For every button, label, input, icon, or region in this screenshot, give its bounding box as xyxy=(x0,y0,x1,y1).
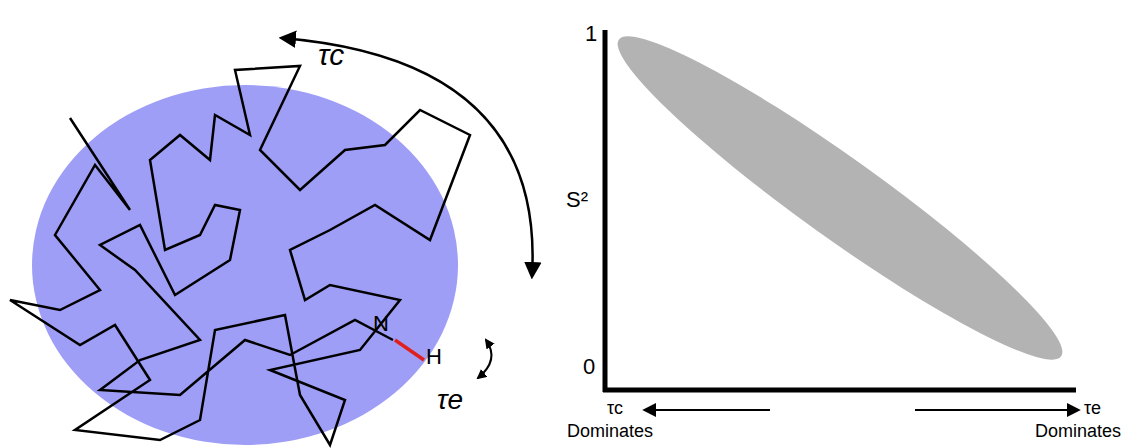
right-arrow xyxy=(915,409,1078,411)
note-text: Dominates xyxy=(567,422,653,442)
internal-motion-arrow xyxy=(478,340,491,378)
left-arrow xyxy=(645,409,770,411)
axis-tick: 0 xyxy=(583,355,595,379)
y-axis xyxy=(603,30,608,392)
atom-label: H xyxy=(426,345,442,369)
tumbling-arrow xyxy=(282,38,533,276)
note-text: Dominates xyxy=(1035,422,1121,442)
nh-bond xyxy=(395,340,424,360)
x-axis xyxy=(603,388,1076,393)
axis-title: S² xyxy=(566,188,588,212)
atom-label: N xyxy=(373,312,389,336)
axis-label: τc xyxy=(607,399,623,419)
tau-e-label: τe xyxy=(437,385,463,416)
axis-label: τe xyxy=(1084,399,1101,419)
data-region xyxy=(596,7,1085,389)
axis-tick: 1 xyxy=(585,22,597,46)
tau-c-label: τc xyxy=(318,38,344,71)
protein-chain xyxy=(10,66,470,445)
protein-ellipse xyxy=(32,85,458,445)
